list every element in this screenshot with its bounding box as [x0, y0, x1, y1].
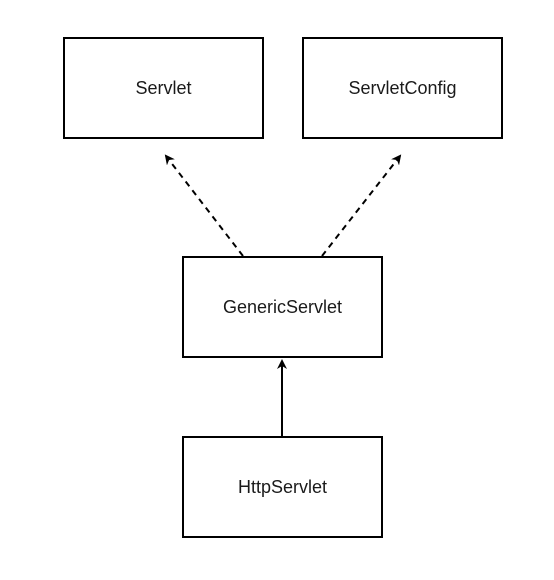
edge-generic-to-servlet-config — [321, 154, 402, 257]
edge-generic-to-servlet — [164, 154, 244, 257]
node-servlet-config[interactable]: ServletConfig — [302, 37, 503, 139]
node-servlet[interactable]: Servlet — [63, 37, 264, 139]
node-generic-servlet-label: GenericServlet — [222, 296, 343, 317]
node-generic-servlet[interactable]: GenericServlet — [182, 256, 383, 358]
node-http-servlet-label: HttpServlet — [237, 476, 328, 497]
node-http-servlet[interactable]: HttpServlet — [182, 436, 383, 538]
node-servlet-config-label: ServletConfig — [348, 77, 457, 98]
node-servlet-label: Servlet — [135, 77, 192, 98]
